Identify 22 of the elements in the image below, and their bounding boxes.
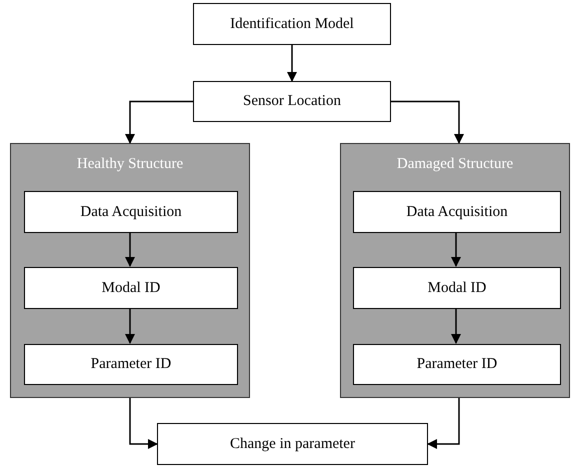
panel-heading: Damaged Structure: [396, 155, 514, 174]
process-box: Sensor Location: [193, 81, 391, 122]
group-panel: [340, 143, 570, 398]
arrow: [125, 308, 135, 344]
process-box: Change in parameter: [157, 423, 428, 465]
arrow: [129, 398, 158, 449]
process-box: Data Acquisition: [24, 191, 238, 233]
arrow: [287, 45, 297, 82]
arrow: [391, 100, 464, 144]
panel-heading: Healthy Structure: [76, 155, 184, 174]
arrow: [125, 232, 135, 267]
process-box: Parameter ID: [353, 344, 561, 385]
arrow: [451, 308, 461, 344]
group-panel: [10, 143, 250, 398]
process-box: Data Acquisition: [353, 191, 561, 233]
arrow: [427, 398, 460, 449]
process-box: Parameter ID: [24, 344, 238, 385]
process-box: Modal ID: [353, 267, 561, 309]
process-box: Modal ID: [24, 267, 238, 309]
process-box: Identification Model: [193, 3, 391, 45]
arrow: [451, 232, 461, 267]
arrow: [125, 100, 193, 144]
